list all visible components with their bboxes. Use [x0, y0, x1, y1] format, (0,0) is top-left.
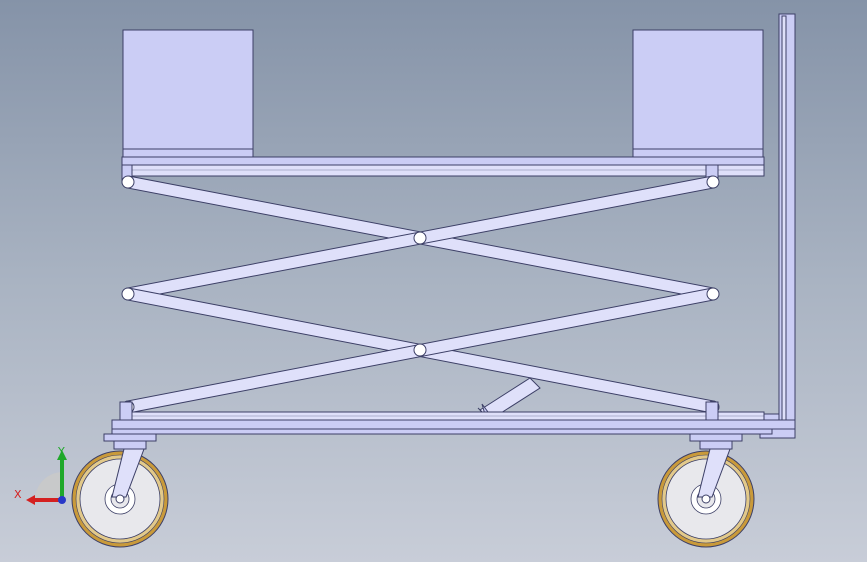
base-left-bracket: [119, 401, 133, 421]
pivot-pin-mid-left: [121, 287, 135, 301]
triad-plane: [34, 472, 62, 500]
top-platform[interactable]: [121, 156, 765, 184]
block-right-body: [632, 29, 764, 150]
top-load-block-left[interactable]: [122, 29, 254, 159]
caster-swivel: [113, 440, 147, 450]
pivot-pin-upper-center: [413, 231, 427, 245]
caster-top-plate: [103, 433, 157, 442]
pivot-pin-top-right: [706, 175, 720, 189]
base-plate: [111, 419, 796, 430]
y-arrow-icon: [57, 450, 67, 460]
caster-fork: [697, 448, 731, 498]
top-load-block-right[interactable]: [632, 29, 764, 159]
z-axis-icon: [58, 496, 66, 504]
caster-top-plate: [689, 433, 743, 442]
caster-swivel: [699, 440, 733, 450]
coordinate-triad-icon: Y X: [14, 445, 67, 505]
top-platform-tube: [127, 164, 765, 177]
y-axis-label: Y: [57, 445, 65, 458]
caster-fork: [111, 448, 145, 498]
base-right-bracket: [705, 401, 719, 421]
block-left-body: [122, 29, 254, 150]
x-axis-label: X: [14, 488, 22, 501]
caster-wheel-right[interactable]: [657, 433, 755, 548]
base-lip: [111, 428, 773, 435]
handle-upright-highlight: [781, 15, 787, 435]
pivot-pin-mid-right: [706, 287, 720, 301]
caster-axle-bolt: [115, 494, 125, 504]
caster-axle-bolt: [701, 494, 711, 504]
base-frame[interactable]: [111, 401, 796, 435]
caster-wheel-left[interactable]: [71, 433, 169, 548]
handle-upright: [778, 13, 796, 439]
pivot-pin-top-left: [121, 175, 135, 189]
push-handle[interactable]: [759, 13, 796, 439]
x-arrow-icon: [26, 495, 35, 505]
pivot-pin-lower-center: [413, 343, 427, 357]
top-platform-plate: [121, 156, 765, 166]
scissor-mechanism[interactable]: [121, 175, 720, 414]
